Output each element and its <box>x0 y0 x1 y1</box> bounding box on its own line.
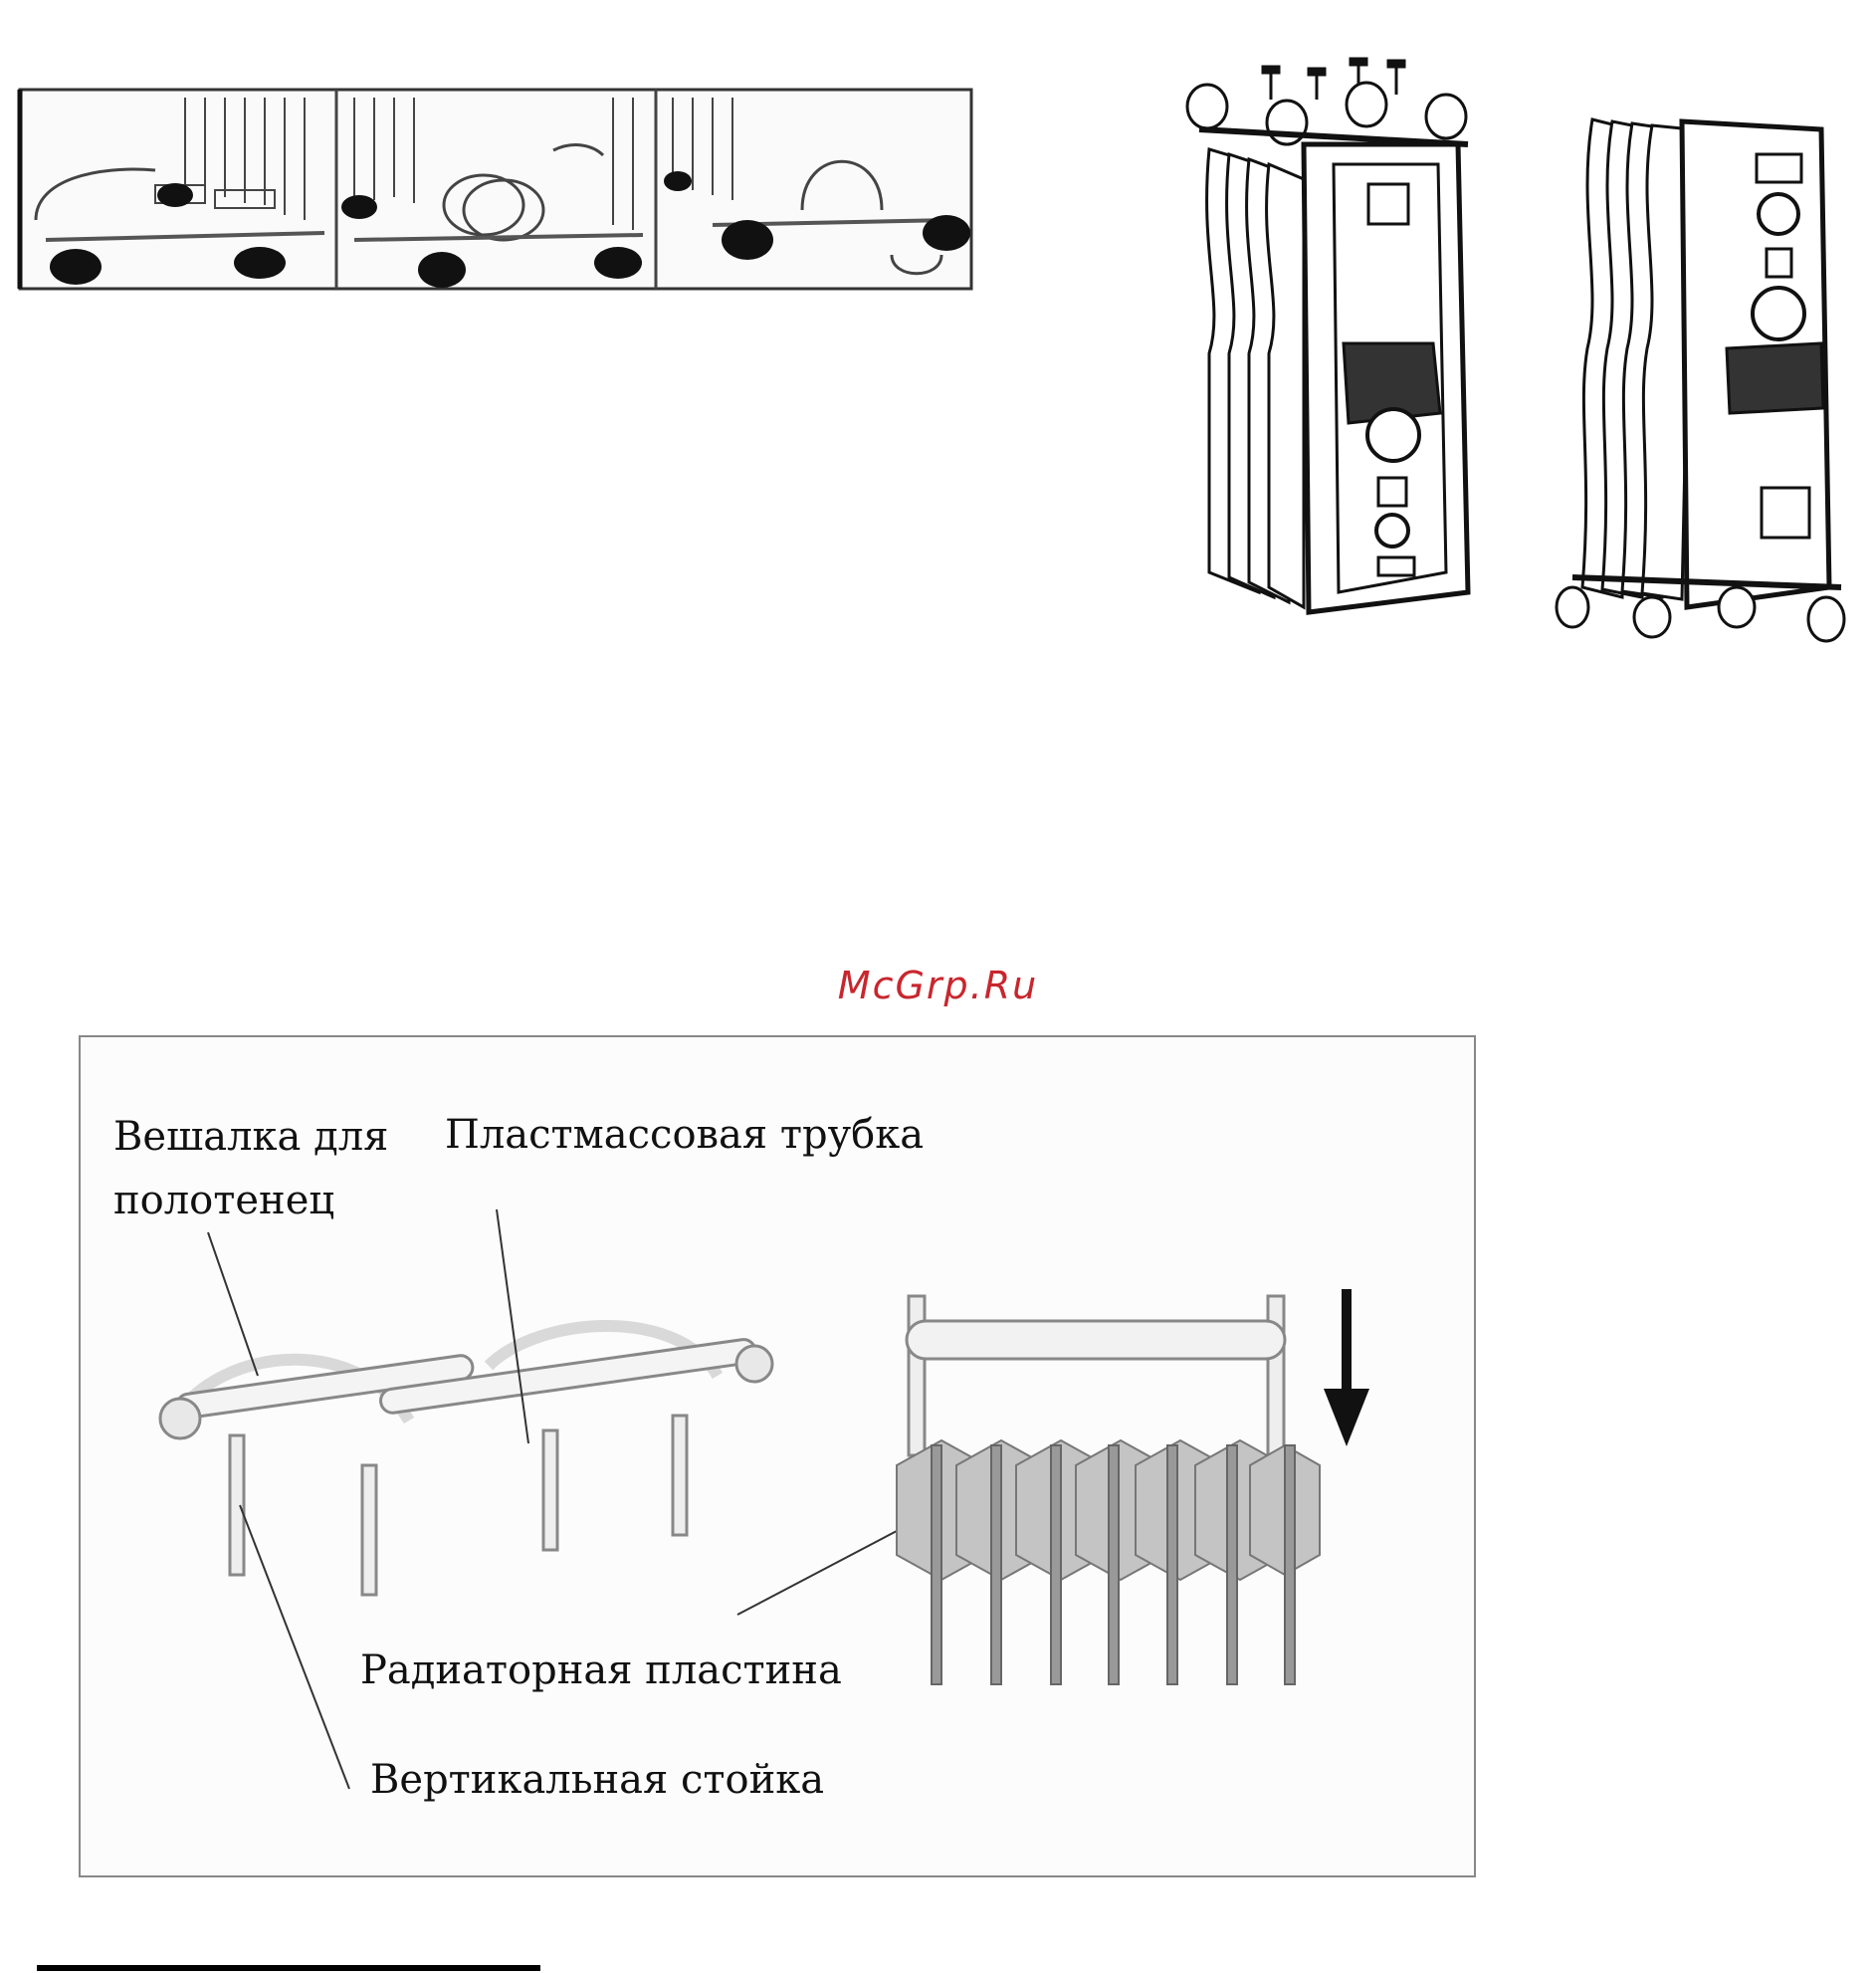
label-vertical-post: Вертикальная стойка <box>370 1748 824 1812</box>
heater-wheel-assembly-illustration <box>1179 55 1498 627</box>
label-towel-rack-line1: Вешалка для <box>113 1105 388 1169</box>
heater-assembled-illustration <box>1553 110 1851 647</box>
cord-wrap-steps-illustration <box>16 86 977 297</box>
down-arrow-icon <box>1324 1289 1369 1448</box>
label-towel-rack-line2: полотенец <box>113 1169 334 1232</box>
label-plastic-tube: Пластмассовая трубка <box>445 1103 924 1167</box>
watermark: McGrp.Ru <box>0 964 1876 1007</box>
footer-rule <box>37 1965 540 1971</box>
label-radiator-plate: Радиаторная пластина <box>360 1639 842 1702</box>
